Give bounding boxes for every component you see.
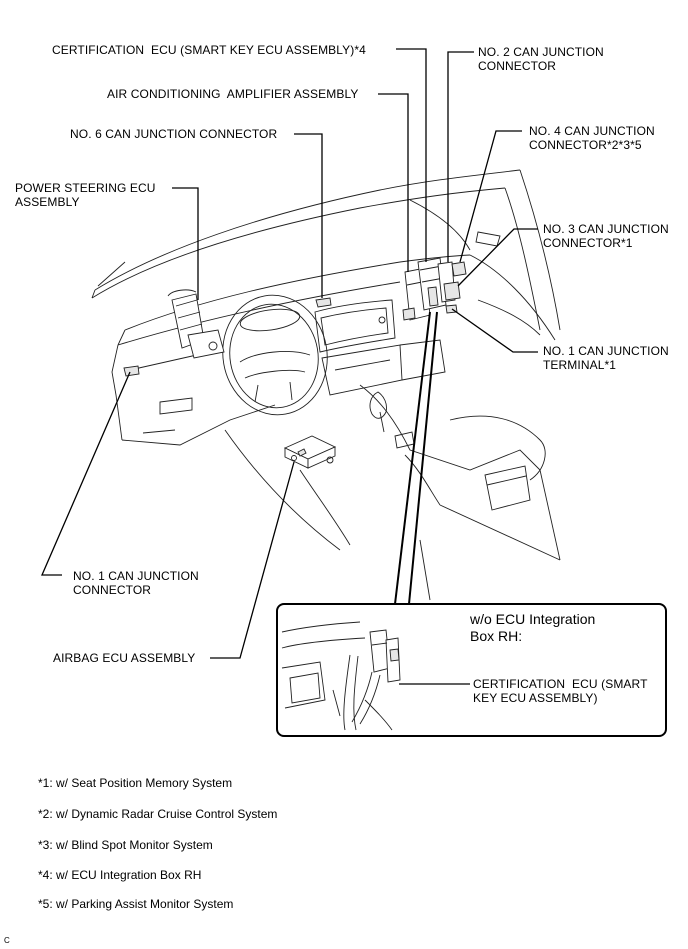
no3-can-label-line2: CONNECTOR*1: [543, 236, 633, 250]
footnote-3: *3: w/ Blind Spot Monitor System: [38, 838, 213, 852]
figure-code: C: [4, 936, 10, 945]
leader-lines: [41, 48, 538, 659]
no1-can-terminal-label-line2: TERMINAL*1: [543, 358, 617, 372]
no2-can-label-line1: NO. 2 CAN JUNCTION: [478, 45, 604, 59]
no4-can-label-line2: CONNECTOR*2*3*5: [529, 138, 642, 152]
inset-title-line2: Box RH:: [470, 628, 523, 644]
air-conditioning-label: AIR CONDITIONING AMPLIFIER ASSEMBLY: [107, 87, 359, 101]
airbag-ecu-label: AIRBAG ECU ASSEMBLY: [53, 651, 196, 665]
certification-ecu-label: CERTIFICATION ECU (SMART KEY ECU ASSEMBL…: [52, 43, 366, 57]
no4-can-label-line1: NO. 4 CAN JUNCTION: [529, 124, 655, 138]
power-steering-label-line1: POWER STEERING ECU: [15, 181, 156, 195]
no1-can-connector-label-line2: CONNECTOR: [73, 583, 152, 597]
footnote-4: *4: w/ ECU Integration Box RH: [38, 868, 202, 882]
ecu-block-drawing: [402, 257, 467, 321]
no3-can-label-line1: NO. 3 CAN JUNCTION: [543, 222, 669, 236]
no1-can-terminal-label-line1: NO. 1 CAN JUNCTION: [543, 344, 669, 358]
footnote-2: *2: w/ Dynamic Radar Cruise Control Syst…: [38, 807, 278, 821]
steering-wheel-drawing: [222, 294, 328, 416]
power-steering-ecu-drawing: [167, 289, 225, 359]
dashboard-drawing: [91, 169, 561, 601]
no6-can-label: NO. 6 CAN JUNCTION CONNECTOR: [70, 127, 278, 141]
inset-box: [276, 603, 667, 737]
airbag-ecu-drawing: [283, 435, 337, 469]
inset-label-line1: CERTIFICATION ECU (SMART: [473, 677, 648, 691]
inset-label-line2: KEY ECU ASSEMBLY): [473, 691, 598, 705]
inset-title-line1: w/o ECU Integration: [470, 611, 596, 627]
no2-can-label-line2: CONNECTOR: [478, 59, 557, 73]
footnote-1: *1: w/ Seat Position Memory System: [38, 776, 233, 790]
power-steering-label-line2: ASSEMBLY: [15, 195, 80, 209]
no1-can-connector-label-line1: NO. 1 CAN JUNCTION: [73, 569, 199, 583]
footnote-5: *5: w/ Parking Assist Monitor System: [38, 897, 234, 911]
